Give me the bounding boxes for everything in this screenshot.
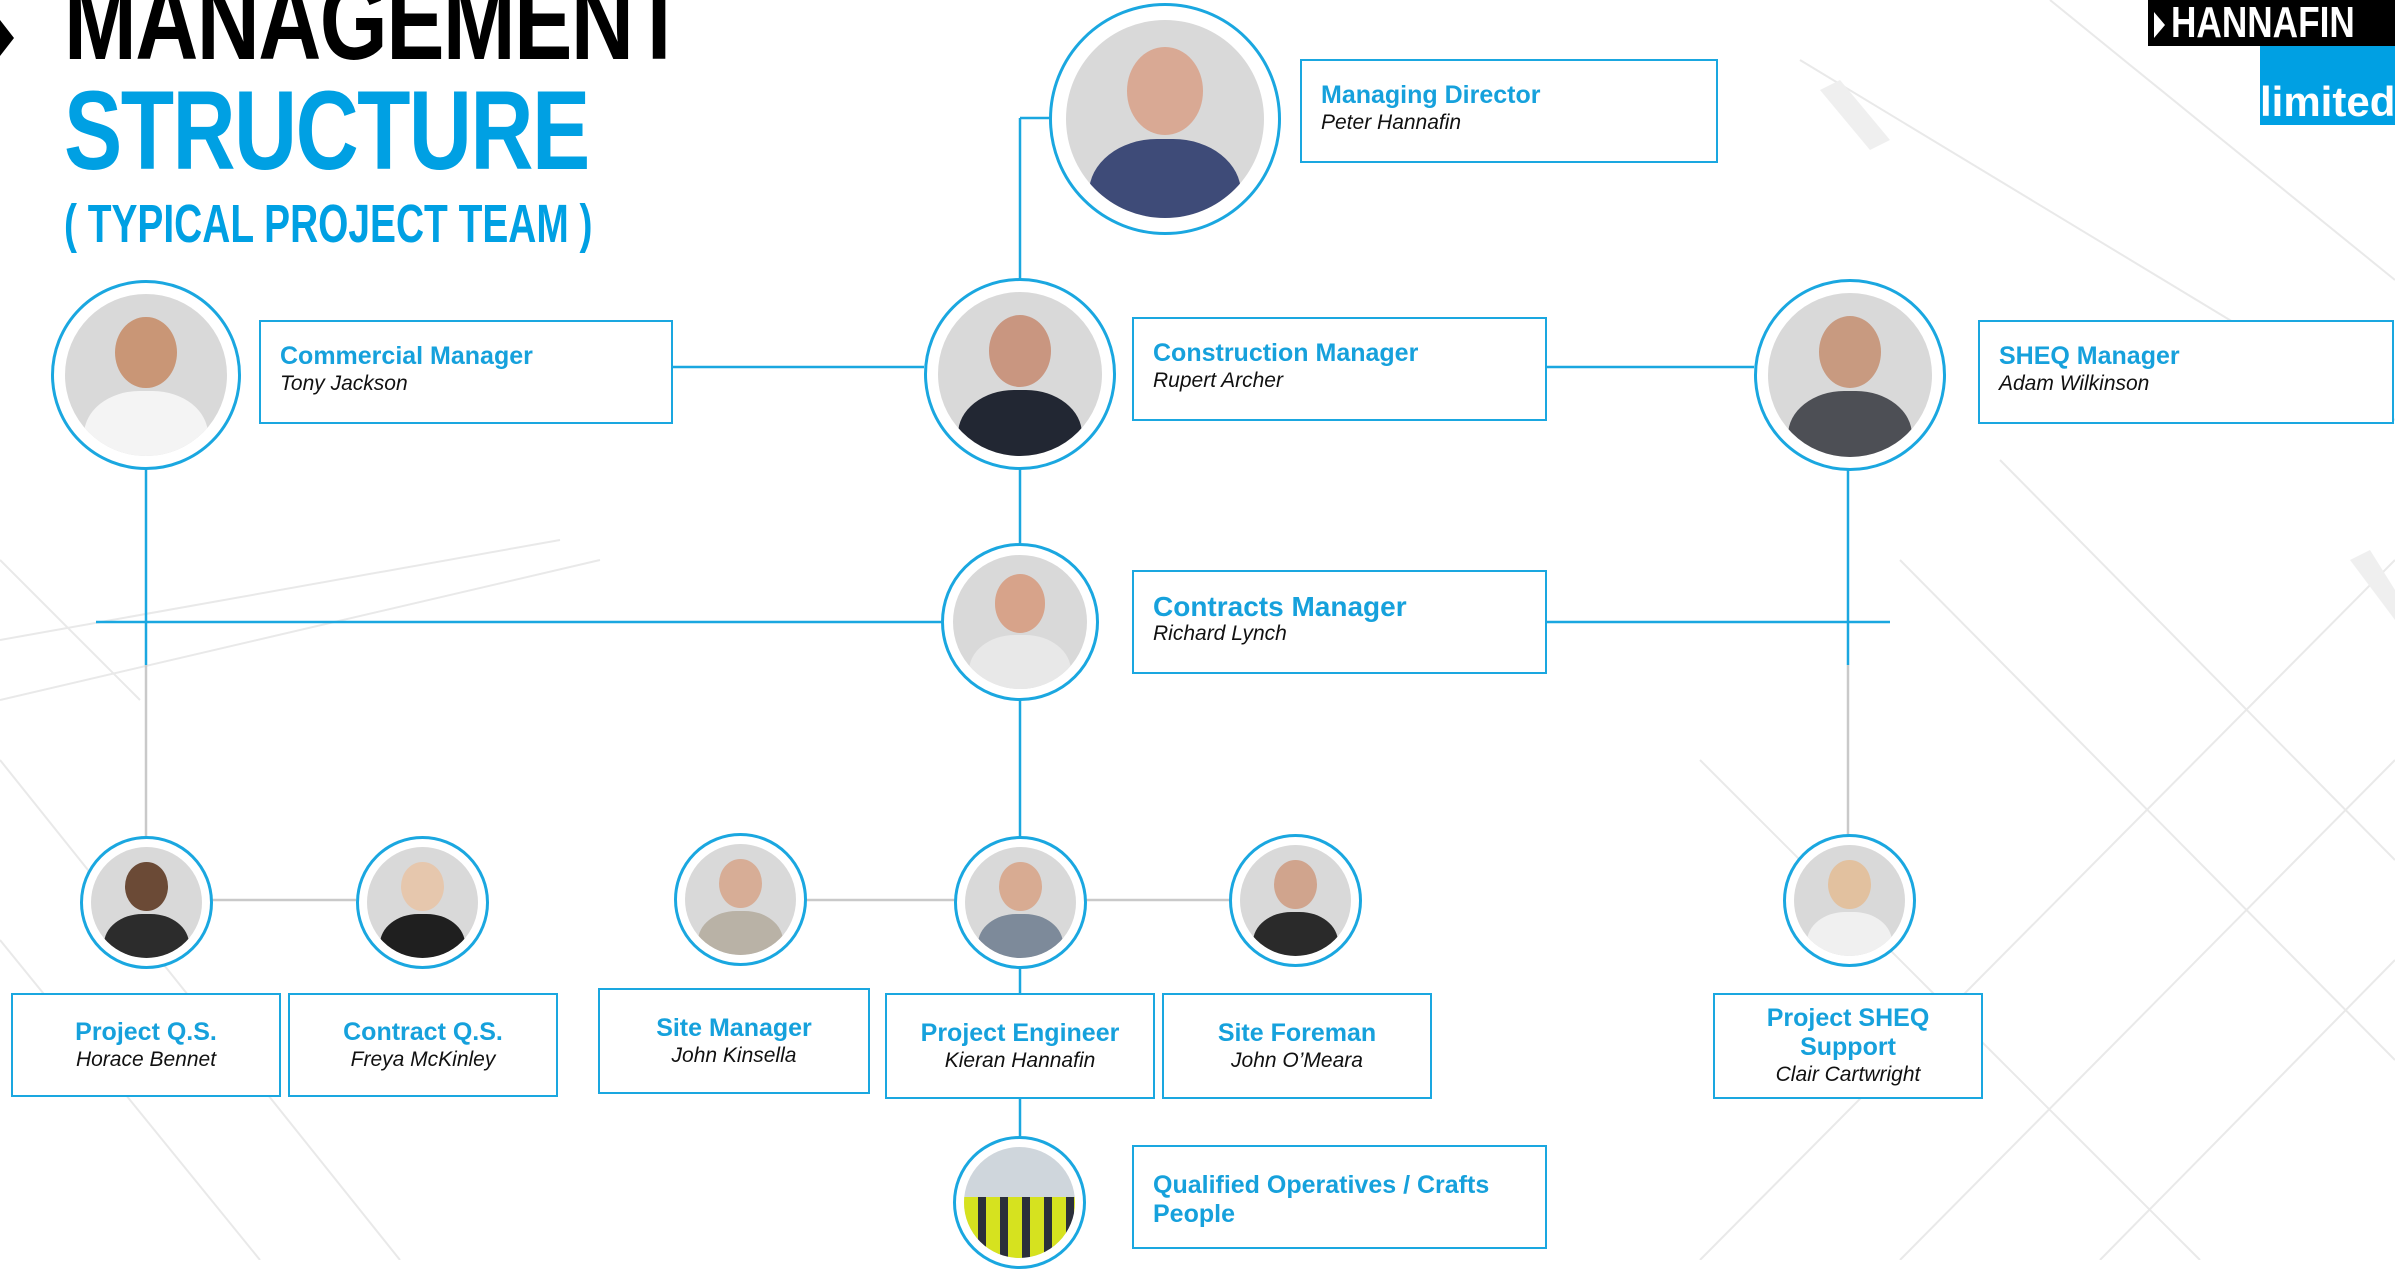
box-project-engineer: Project Engineer Kieran Hannafin [885,993,1155,1099]
person-name: Freya McKinley [350,1047,496,1071]
box-commercial-manager: Commercial Manager Tony Jackson [259,320,673,424]
avatar-contract-qs [356,836,489,969]
logo-wordmark: HANNAFIN [2148,0,2395,46]
box-contracts-manager: Contracts Manager Richard Lynch [1132,570,1547,674]
avatar-commercial-manager [51,280,241,470]
role-label: Contract Q.S. [343,1017,503,1046]
role-label: Contracts Manager [1153,591,1407,622]
role-label: Project SHEQ Support [1766,1004,1930,1061]
page-title: MANAGEMENT STRUCTURE ( TYPICAL PROJECT T… [64,0,859,254]
avatar-project-qs [80,836,213,969]
logo-suffix: limited [2260,46,2395,125]
box-project-qs: Project Q.S. Horace Bennet [11,993,281,1097]
title-arrow-icon [0,20,14,56]
box-managing-director: Managing Director Peter Hannafin [1300,59,1718,163]
box-site-manager: Site Manager John Kinsella [598,988,870,1094]
person-name: Adam Wilkinson [1999,372,2150,395]
avatar-site-manager [674,833,807,966]
avatar-project-sheq-support [1783,834,1916,967]
role-label: Commercial Manager [280,342,533,370]
hannafin-logo: HANNAFIN limited [2148,0,2395,125]
logo-arrow-icon [2154,12,2165,39]
person-name: Rupert Archer [1153,369,1283,392]
person-name: Horace Bennet [75,1047,217,1071]
box-construction-manager: Construction Manager Rupert Archer [1132,317,1547,421]
avatar-sheq-manager [1754,279,1946,471]
role-label: Construction Manager [1153,339,1419,367]
title-line-management: MANAGEMENT [64,0,686,83]
role-label: Project Q.S. [75,1017,217,1046]
role-label: Project Engineer [920,1018,1120,1047]
role-label: Qualified Operatives / Crafts People [1153,1171,1490,1228]
person-name: Kieran Hannafin [944,1048,1096,1072]
person-name: Clair Cartwright [1775,1063,1921,1086]
role-label: SHEQ Manager [1999,342,2180,370]
box-site-foreman: Site Foreman John O’Meara [1162,993,1432,1099]
box-project-sheq-support: Project SHEQ Support Clair Cartwright [1713,993,1983,1099]
box-contract-qs: Contract Q.S. Freya McKinley [288,993,558,1097]
title-line-structure: STRUCTURE [64,68,590,193]
role-label: Site Foreman [1217,1018,1377,1047]
avatar-contracts-manager [941,543,1099,701]
box-sheq-manager: SHEQ Manager Adam Wilkinson [1978,320,2394,424]
avatar-qualified-operatives [953,1136,1086,1269]
box-qualified-operatives: Qualified Operatives / Crafts People [1132,1145,1547,1249]
avatar-site-foreman [1229,834,1362,967]
avatar-construction-manager [924,278,1116,470]
person-name: John Kinsella [671,1043,797,1067]
person-name: Tony Jackson [280,372,408,395]
person-name: Richard Lynch [1153,622,1287,645]
role-label: Site Manager [656,1013,812,1042]
role-label: Managing Director [1321,81,1541,109]
avatar-managing-director [1049,3,1281,235]
person-name: Peter Hannafin [1321,111,1462,134]
person-name: John O’Meara [1231,1048,1363,1072]
title-subtitle: ( TYPICAL PROJECT TEAM ) [64,194,593,254]
avatar-project-engineer [954,836,1087,969]
